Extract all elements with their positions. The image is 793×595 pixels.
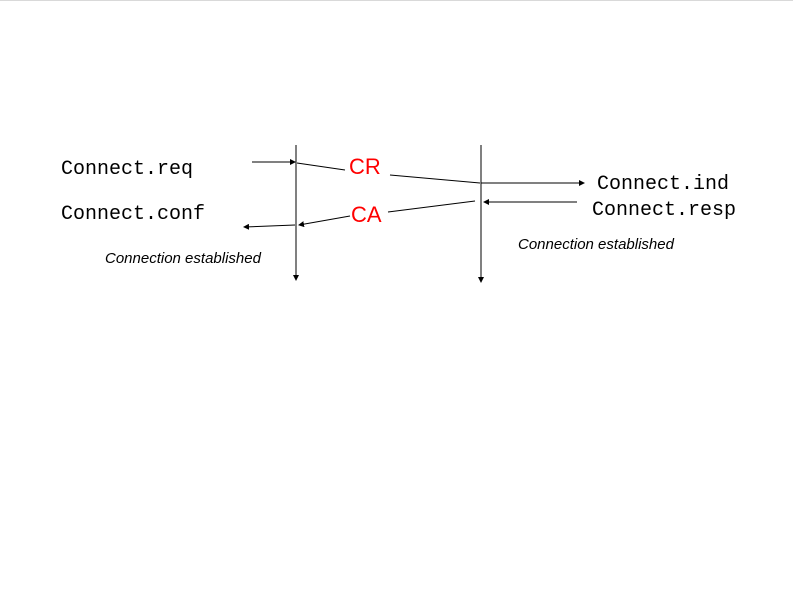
ca-line-segment-2 bbox=[298, 215, 351, 228]
conf-arrow bbox=[243, 223, 296, 230]
connect-resp-label: Connect.resp bbox=[592, 199, 736, 222]
right-connection-established-note: Connection established bbox=[518, 236, 675, 253]
top-border bbox=[0, 0, 793, 1]
cr-message-label: CR bbox=[349, 154, 381, 179]
cr-line-segment-2 bbox=[389, 174, 481, 184]
left-connection-established-note: Connection established bbox=[105, 250, 262, 267]
connect-req-label: Connect.req bbox=[61, 158, 193, 181]
connect-conf-label: Connect.conf bbox=[61, 203, 205, 226]
connect-ind-label: Connect.ind bbox=[597, 173, 729, 196]
ca-line-segment-1 bbox=[387, 200, 476, 213]
ca-message-label: CA bbox=[351, 202, 382, 227]
cr-line-segment-1 bbox=[296, 162, 346, 171]
